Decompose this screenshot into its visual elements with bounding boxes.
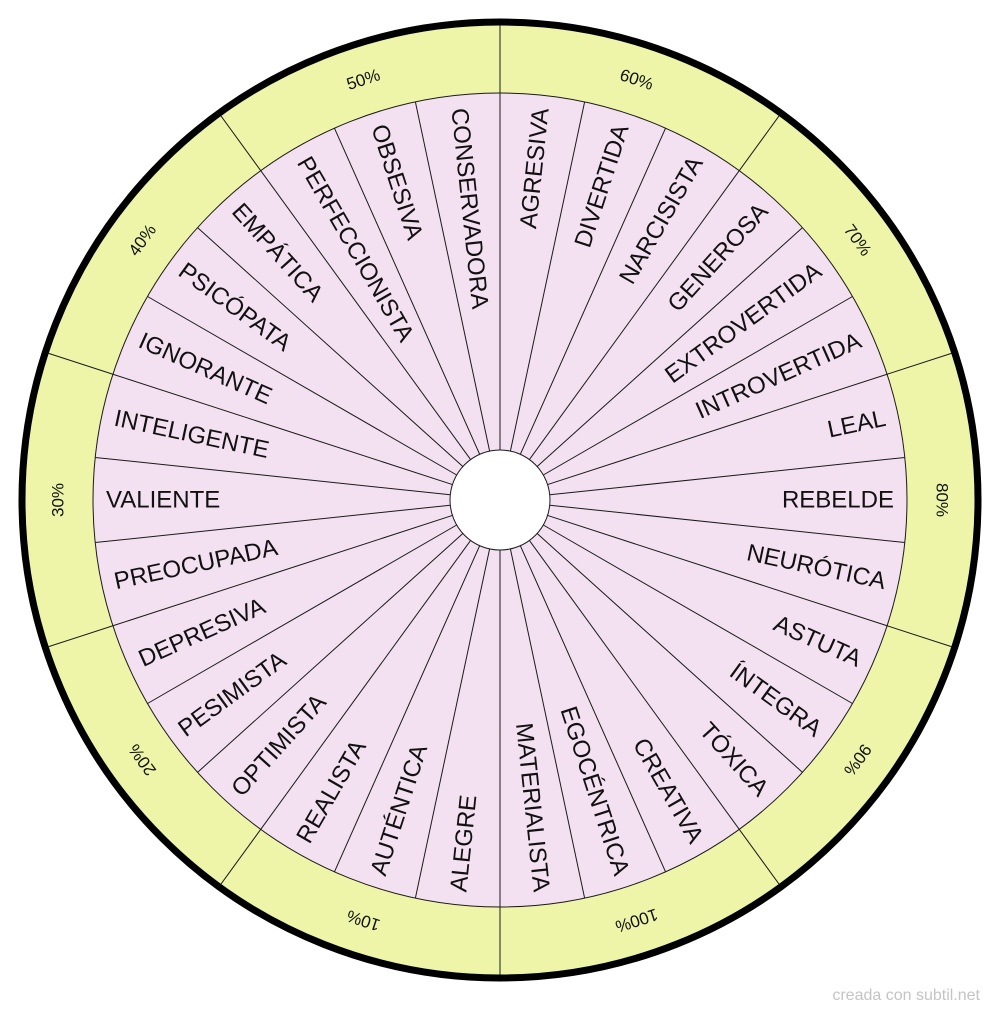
sector-divider	[528, 170, 740, 460]
ring-divider	[48, 625, 114, 648]
sector-divider	[197, 227, 464, 467]
sector-divider	[519, 545, 666, 873]
sector-lines	[95, 93, 905, 907]
sector-divider	[147, 296, 457, 476]
ring-divider	[886, 352, 952, 375]
ring-label: 30%	[49, 483, 68, 517]
ring-divider	[220, 115, 262, 172]
sector-divider	[536, 533, 803, 773]
sector-label: VALIENTE	[106, 487, 220, 514]
sector-divider	[414, 101, 491, 452]
sector-divider	[547, 514, 888, 627]
sector-divider	[549, 456, 905, 496]
ring-dividers	[48, 25, 952, 975]
sector-divider	[112, 373, 453, 486]
sector-divider	[547, 373, 888, 486]
sector-divider	[334, 545, 481, 873]
sector-divider	[147, 524, 457, 704]
ring-divider	[220, 828, 262, 885]
sector-divider	[528, 540, 740, 830]
sector-divider	[260, 540, 472, 830]
center-hub	[449, 449, 551, 551]
ring-divider	[886, 625, 952, 648]
sector-divider	[95, 456, 451, 496]
sector-divider	[509, 101, 586, 452]
sector-divider	[414, 548, 491, 899]
ring-divider	[738, 115, 780, 172]
sector-divider	[509, 548, 586, 899]
sector-divider	[543, 296, 853, 476]
sector-divider	[519, 127, 666, 455]
sector-divider	[112, 514, 453, 627]
sector-divider	[197, 533, 464, 773]
sector-divider	[95, 504, 451, 544]
credit-watermark: creada con subtil.net	[832, 987, 980, 1004]
sector-divider	[549, 504, 905, 544]
sector-label: REBELDE	[782, 487, 894, 514]
ring-label: 80%	[933, 483, 952, 517]
sector-divider	[260, 170, 472, 460]
sector-divider	[536, 227, 803, 467]
sector-divider	[334, 127, 481, 455]
sector-divider	[543, 524, 853, 704]
ring-divider	[48, 352, 114, 375]
ring-divider	[738, 828, 780, 885]
